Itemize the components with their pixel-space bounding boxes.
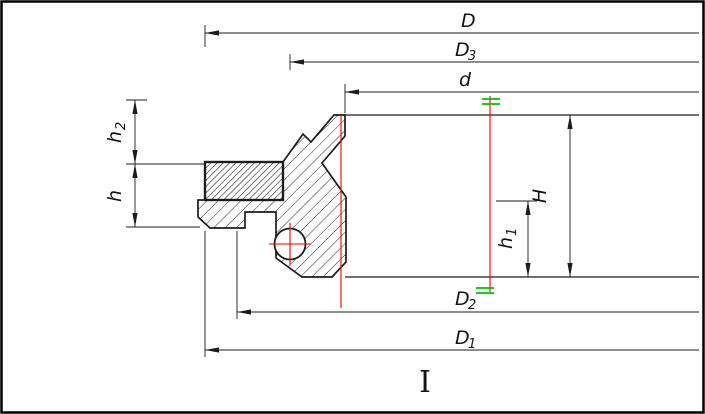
finish-marks-top — [482, 98, 500, 105]
dim-h1-label: h — [495, 237, 517, 249]
dim-D1-label: D — [455, 327, 470, 349]
dim-d-label: d — [459, 69, 472, 91]
arrowhead-down — [132, 213, 138, 227]
seal-rubber-body — [197, 114, 347, 278]
arrowhead-down — [525, 263, 531, 277]
dim-h2: h 2 — [104, 100, 138, 227]
dim-h1: h 1 — [495, 201, 531, 277]
arrowhead-left — [237, 309, 251, 315]
dim-H: H — [529, 115, 573, 277]
dim-D3-label: D — [455, 39, 470, 61]
dim-h-label: h — [104, 190, 126, 202]
dim-h: h — [104, 164, 138, 227]
arrowhead-left — [205, 30, 219, 36]
section-label: I — [419, 365, 431, 400]
arrowhead-up — [567, 115, 573, 129]
bore-face-lines — [345, 114, 699, 278]
arrowhead-up — [132, 164, 138, 178]
arrowhead-down — [132, 150, 138, 164]
arrowhead-down — [567, 263, 573, 277]
dim-d: d — [345, 69, 699, 95]
spring-center-cross — [269, 223, 311, 265]
arrowhead-up — [132, 100, 138, 114]
dim-D2-subscript: 2 — [468, 298, 476, 313]
dim-D1-subscript: 1 — [468, 337, 476, 352]
arrowhead-left — [345, 89, 359, 95]
dim-D2: D 2 — [237, 288, 699, 315]
extension-lines — [126, 25, 537, 357]
arrowhead-left — [290, 59, 304, 65]
dim-D2-label: D — [455, 288, 470, 310]
dim-D: D — [205, 10, 699, 36]
dim-h2-subscript: 2 — [114, 122, 129, 130]
dim-h2-label: h — [104, 131, 126, 143]
dim-H-label: H — [529, 189, 551, 203]
finish-marks-bottom — [476, 287, 494, 294]
reinforcement-insert — [203, 160, 285, 202]
arrowhead-up — [525, 201, 531, 215]
dim-D3-subscript: 3 — [468, 49, 476, 64]
arrowhead-left — [205, 347, 219, 353]
dim-D-label: D — [461, 10, 476, 32]
dim-D3: D 3 — [290, 39, 699, 65]
dim-D1: D 1 — [205, 327, 699, 353]
dim-h1-subscript: 1 — [505, 228, 520, 236]
